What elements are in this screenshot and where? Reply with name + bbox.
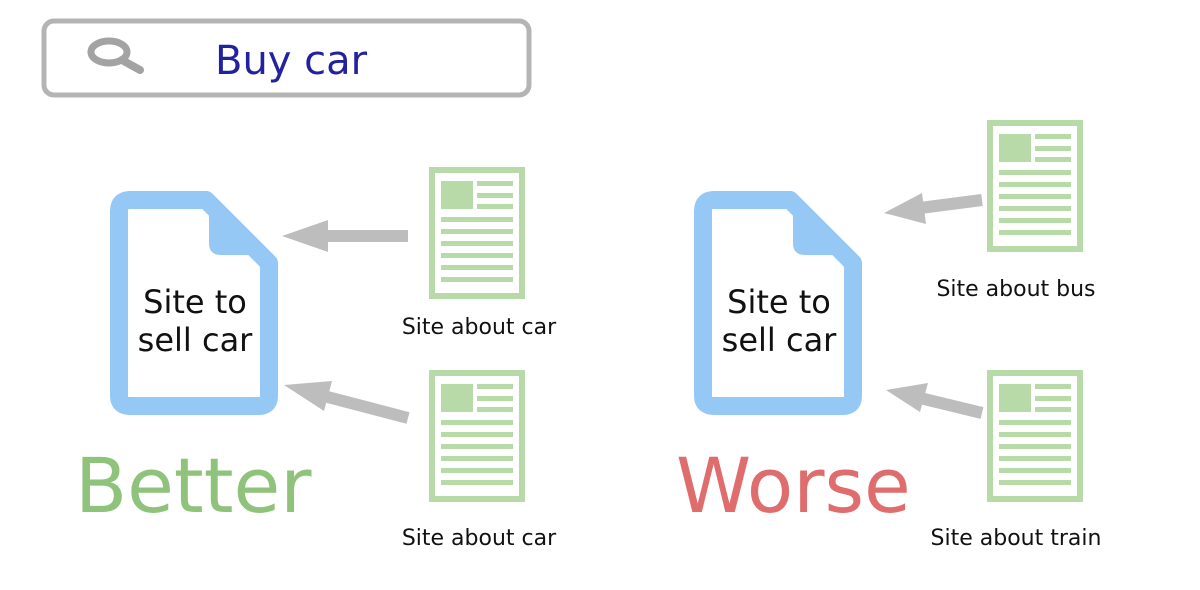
right-arrow-bottom <box>886 383 984 419</box>
right-target-label-line1: Site to <box>727 283 831 321</box>
right-arrow-top <box>884 193 983 224</box>
webpage-icon <box>990 123 1080 249</box>
webpage-icon <box>990 373 1080 499</box>
verdict-worse: Worse <box>676 441 911 530</box>
left-target-label-line2: sell car <box>138 321 254 359</box>
left-arrow-bottom <box>284 381 410 424</box>
right-source-bottom-label: Site about train <box>931 526 1102 551</box>
left-source-top: Site about car <box>402 170 557 340</box>
search-box[interactable] <box>41 18 532 98</box>
verdict-better: Better <box>75 441 312 530</box>
right-source-top-label: Site about bus <box>936 277 1095 302</box>
left-source-bottom-label: Site about car <box>402 526 557 551</box>
left-target-document: Site to sell car <box>119 200 269 406</box>
left-source-top-label: Site about car <box>402 315 557 340</box>
left-arrow-top <box>282 220 408 252</box>
left-target-label-line1: Site to <box>143 283 247 321</box>
webpage-icon <box>432 170 522 296</box>
search-bar[interactable]: Buy car <box>41 18 532 98</box>
right-source-bottom: Site about train <box>931 373 1102 551</box>
search-query: Buy car <box>215 38 368 84</box>
left-source-bottom: Site about car <box>402 373 557 551</box>
right-source-top: Site about bus <box>936 123 1096 302</box>
magnifier-icon <box>87 37 144 74</box>
right-target-document: Site to sell car <box>703 200 853 406</box>
webpage-icon <box>432 373 522 499</box>
right-target-label-line2: sell car <box>722 321 838 359</box>
